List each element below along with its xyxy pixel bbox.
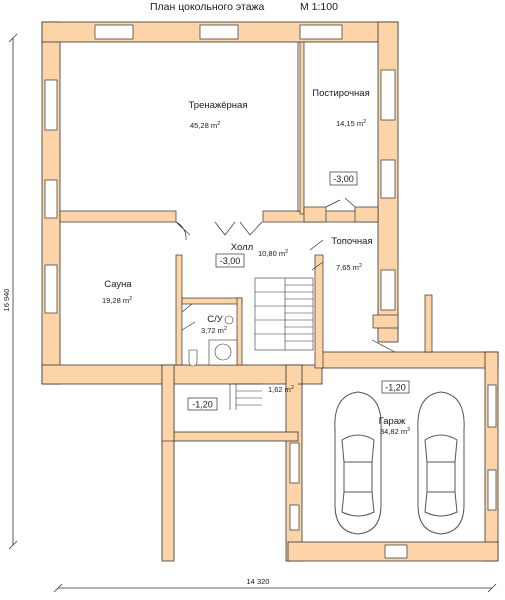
room-name-boiler: Топочная [331,236,372,247]
thin-walls [297,42,302,385]
exterior-walls [41,21,499,562]
height-dimension [8,33,18,550]
window-north-1 [94,24,134,40]
sink-icon [224,315,234,325]
plan-scale: М 1:100 [300,1,338,13]
car-left [334,391,382,535]
doors [175,197,396,353]
room-name-garage: Гараж [379,416,406,427]
door-gym-right [239,221,263,236]
door-boiler [309,239,324,271]
room-name-bath: С/У [207,314,224,325]
room-area-laundry: 14,15 m2 [336,119,366,128]
window-west-1 [44,79,58,131]
window-garage-east-2 [487,469,497,511]
level-mark-corridor: -1,20 [187,397,218,411]
level-mark-garage: -1,20 [381,380,410,394]
room-area-bath: 3,72 m2 [201,326,227,335]
window-east-3 [380,269,396,311]
window-garage-south [384,544,408,559]
wall-boiler-pier [372,314,399,329]
wall-gym-laundry [299,41,305,215]
wall-boiler-ext [424,294,433,353]
wall-south-main [41,364,323,385]
width-dimension-label: 14 320 [247,577,270,586]
room-area-sauna: 19,28 m2 [102,296,132,305]
door-laundry [325,197,356,208]
door-gym-left [214,221,236,236]
room-name-sauna: Сауна [104,279,132,290]
wall-hall-boiler [314,254,324,369]
wall-sauna-hall [175,254,183,366]
window-west-2 [44,179,58,219]
wall-corridor-west [161,364,175,442]
width-dimension [53,583,497,593]
room-area-hall: 10,80 m2 [258,249,288,258]
wall-garage-north [321,351,499,369]
room-name-hall: Холл [231,242,253,253]
svg-text:-1,20: -1,20 [385,383,406,393]
window-east-2 [380,159,396,199]
window-north-2 [199,24,239,40]
door-exterior [371,339,396,353]
height-dimension-label: 16 940 [2,289,11,312]
room-name-laundry: Постирочная [312,88,370,99]
room-area-corridor: 1,62 m2 [268,385,294,394]
window-garage-west-2 [289,504,300,531]
interior-walls [59,41,433,442]
level-mark-hall: -3,00 [215,253,245,268]
toilet-icon [188,349,198,367]
svg-text:-3,00: -3,00 [333,174,354,184]
wall-laundry-south-right [354,206,379,223]
bathroom-fixtures [188,315,238,367]
window-west-3 [44,264,58,314]
window-north-3 [299,24,343,40]
wall-laundry-south-left [303,206,327,223]
window-garage-east-1 [487,384,497,428]
level-mark-laundry: -3,00 [329,171,358,186]
door-bath [181,303,196,331]
room-area-garage: 34,82 m2 [380,427,410,436]
room-area-boiler: 7,65 m2 [336,263,362,272]
wall-corridor-south [173,431,299,442]
plan-title: План цокольного этажа [150,1,265,13]
car-right [417,391,465,535]
wall-bath-east [236,297,243,366]
room-name-gym: Тренажёрная [189,100,248,111]
wall-garage-east [484,351,499,562]
svg-text:-1,20: -1,20 [192,400,213,410]
door-sauna [175,221,191,241]
svg-text:-3,00: -3,00 [220,256,241,266]
room-area-gym: 45,28 m2 [190,121,220,130]
windows [44,24,497,559]
stairs [229,277,314,410]
wall-bath-north [181,297,243,305]
window-east-1 [380,69,396,121]
wall-gym-south-left [59,210,177,223]
window-garage-west-1 [289,442,300,484]
